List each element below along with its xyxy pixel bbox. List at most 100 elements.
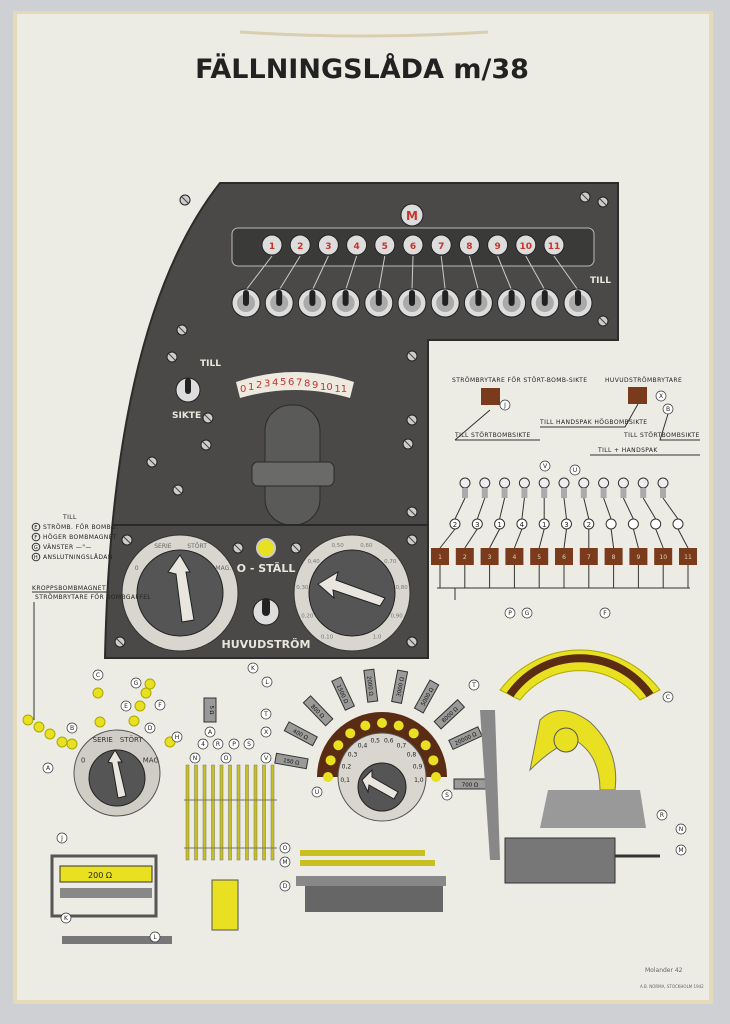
dial-scale-label: STÖRT <box>120 735 144 744</box>
release-toggle-switch[interactable] <box>331 288 361 318</box>
svg-text:150 Ω: 150 Ω <box>283 758 300 767</box>
lamp-wire <box>468 255 479 291</box>
schematic-lamp <box>538 477 550 498</box>
svg-text:G: G <box>134 680 139 687</box>
main-current-toggle[interactable] <box>252 598 280 626</box>
svg-text:700 Ω: 700 Ω <box>462 783 478 789</box>
circled-letter-label: R <box>656 809 668 821</box>
svg-text:2000 Ω: 2000 Ω <box>365 676 373 697</box>
circled-letter-label: B <box>662 403 674 415</box>
dial-scale-label: 0,70 <box>384 559 397 565</box>
contact-dot <box>431 772 441 782</box>
screw-icon <box>406 636 418 648</box>
indicator-lamp: 5 <box>374 234 396 256</box>
relay-block: 6 <box>555 548 573 588</box>
schematic-wire <box>513 528 523 549</box>
contact-dot <box>393 720 404 731</box>
lamp-wire <box>411 255 414 291</box>
svg-text:O: O <box>224 755 229 762</box>
svg-text:N: N <box>679 826 684 833</box>
svg-text:TILL: TILL <box>62 514 77 521</box>
lamp-number: 10 <box>520 242 533 252</box>
svg-text:M: M <box>678 847 683 854</box>
relay-block: 3 <box>480 548 499 588</box>
circled-letter-label: X <box>260 726 272 738</box>
terminal-dot <box>44 728 56 740</box>
dial-scale-label: 0,20 <box>301 613 314 619</box>
release-toggle-switch[interactable] <box>297 288 327 318</box>
circled-letter-label: X <box>655 390 667 402</box>
lamp-wire <box>278 255 301 291</box>
release-toggle-switch[interactable] <box>231 288 261 318</box>
dial-scale-label: 1,0 <box>373 634 382 640</box>
dial-pointer-icon <box>167 554 195 623</box>
circled-letter-label: K <box>60 912 72 924</box>
svg-text:H: H <box>34 555 38 561</box>
lamp-number: 8 <box>466 242 472 252</box>
release-toggle-switch[interactable] <box>264 288 294 318</box>
svg-text:V: V <box>264 755 269 762</box>
release-toggle-switch[interactable] <box>563 288 593 318</box>
indicator-lamp: 11 <box>543 234 565 256</box>
screw-icon <box>200 439 212 451</box>
circled-letter-label: L <box>149 931 161 943</box>
node-label: 3 <box>564 521 568 529</box>
svg-text:11: 11 <box>684 554 692 561</box>
svg-text:B: B <box>70 725 74 732</box>
contact-dot <box>408 728 419 739</box>
counter-digit: 9 <box>312 380 318 391</box>
svg-text:K: K <box>64 915 69 922</box>
relay-block: 8 <box>604 548 623 588</box>
screw-icon <box>290 542 302 554</box>
counter-digit: 2 <box>256 380 262 391</box>
release-toggle-switch[interactable] <box>530 288 560 318</box>
release-toggle-switch[interactable] <box>430 288 460 318</box>
svg-text:G: G <box>34 545 38 551</box>
master-lamp: M <box>400 203 424 227</box>
counter-digit: 6 <box>288 377 294 388</box>
schematic-lamp <box>479 477 491 498</box>
release-toggle-switch[interactable] <box>497 288 527 318</box>
circled-letter-label: N <box>675 823 687 835</box>
dial-scale-label: 0,50 <box>332 543 345 549</box>
release-toggle-switch[interactable] <box>397 288 427 318</box>
lever-arm <box>480 710 500 860</box>
svg-text:J: J <box>503 402 506 409</box>
screw-icon <box>176 324 188 336</box>
lamp-number: 5 <box>382 242 388 252</box>
relay-diagram <box>296 850 446 912</box>
till-handle-high-label: TILL HANDSPAK HÖGBOMBSIKTE <box>539 419 647 426</box>
solenoid <box>504 837 616 884</box>
dial-scale-label: 0,1 <box>340 777 350 784</box>
circled-letter-label: T <box>468 679 480 691</box>
schematic-wire <box>454 497 466 520</box>
schematic-lamp <box>518 477 530 498</box>
dial-scale-label: 0,9 <box>413 764 423 771</box>
screw-icon <box>406 506 418 518</box>
schematic-lamp <box>617 477 629 498</box>
hanging-cord <box>239 30 489 38</box>
schematic-wire <box>677 528 689 549</box>
dial-scale-label: SERIE <box>154 543 172 550</box>
delay-dial-main[interactable] <box>293 534 411 652</box>
svg-text:D: D <box>148 725 153 732</box>
mode-switch-diagram <box>73 729 161 817</box>
till-dive-sight-label: TILL STÖRTBOMBSIKTE <box>454 432 531 439</box>
release-toggle-switch[interactable] <box>463 288 493 318</box>
svg-text:3000 Ω: 3000 Ω <box>396 677 406 698</box>
screw-icon <box>406 534 418 546</box>
svg-text:M: M <box>406 209 418 223</box>
terminal-dot <box>144 678 156 690</box>
screw-icon <box>121 534 133 546</box>
indicator-lamp: 10 <box>515 234 537 256</box>
dial-scale-label: MAG. <box>215 565 231 572</box>
mode-dial[interactable] <box>121 534 239 652</box>
sight-toggle-switch[interactable] <box>175 377 201 403</box>
indicator-lamp: 9 <box>487 234 509 256</box>
release-toggle-switch[interactable] <box>364 288 394 318</box>
circled-letter-label: D <box>144 722 156 734</box>
circled-letter-label: O <box>279 842 291 854</box>
dial-scale-label: 0,40 <box>308 559 321 565</box>
coil-value: 200 Ω <box>88 871 112 880</box>
lamp-wire <box>553 255 579 291</box>
